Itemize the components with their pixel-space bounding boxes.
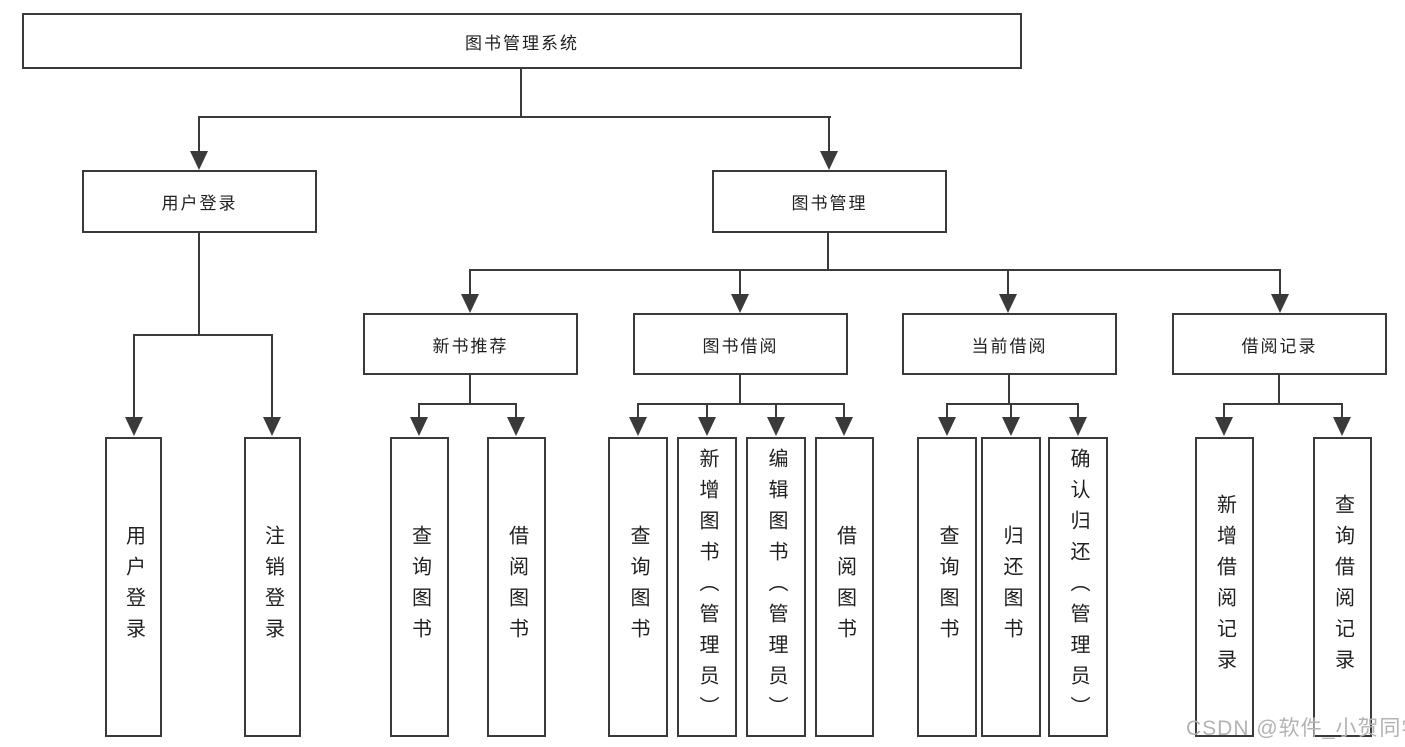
node-current-borrowing-label: 当前借阅 <box>971 336 1048 356</box>
arrow-down-icon <box>629 417 647 436</box>
node-root: 图书管理系统 <box>22 13 1022 69</box>
node-new-book-recommend: 新书推荐 <box>363 313 578 375</box>
node-new-book-recommend-label: 新书推荐 <box>432 336 509 356</box>
leaf-borrow-query-books: 查询图书 <box>608 437 668 737</box>
connector-root-left-shaft <box>198 116 200 152</box>
connector-userlogin-shaft <box>271 334 273 418</box>
leaf-records-query-record-label: 查询借阅记录 <box>1331 494 1354 680</box>
arrow-down-icon <box>938 417 956 436</box>
connector-userlogin-bar <box>133 334 273 336</box>
leaf-current-return-books: 归还图书 <box>981 437 1041 737</box>
node-book-management-label: 图书管理 <box>791 194 868 213</box>
connector-borrowing-shaft <box>775 403 777 418</box>
arrow-down-icon <box>1215 417 1233 436</box>
leaf-borrow-query-books-label: 查询图书 <box>627 525 649 649</box>
connector-borrowing-stem <box>739 375 741 405</box>
node-borrow-records: 借阅记录 <box>1172 313 1387 375</box>
leaf-newbook-query-books-label: 查询图书 <box>408 525 431 649</box>
connector-current-shaft <box>946 403 948 418</box>
connector-borrowing-shaft <box>637 403 639 418</box>
connector-borrowing-shaft <box>706 403 708 418</box>
node-book-borrowing-label: 图书借阅 <box>702 336 779 356</box>
arrow-down-icon <box>125 417 143 436</box>
leaf-records-query-record: 查询借阅记录 <box>1313 437 1372 737</box>
node-borrow-records-label: 借阅记录 <box>1241 336 1318 356</box>
leaf-borrow-edit-books-admin-label: 编辑图书（管理员） <box>765 447 787 727</box>
connector-borrowing-bar <box>637 403 845 405</box>
connector-userlogin-stem <box>198 233 200 336</box>
arrow-down-icon <box>461 294 479 313</box>
connector-newbook-shaft <box>418 403 420 418</box>
connector-records-bar <box>1223 403 1343 405</box>
leaf-borrow-edit-books-admin: 编辑图书（管理员） <box>746 437 806 737</box>
leaf-current-query-books-label: 查询图书 <box>936 525 958 649</box>
node-book-borrowing: 图书借阅 <box>633 313 848 375</box>
connector-current-shaft <box>1077 403 1079 418</box>
connector-records-stem <box>1278 375 1280 405</box>
node-current-borrowing: 当前借阅 <box>902 313 1117 375</box>
arrow-down-icon <box>835 417 853 436</box>
connector-newbook-shaft <box>515 403 517 418</box>
leaf-newbook-query-books: 查询图书 <box>390 437 449 737</box>
node-root-label: 图书管理系统 <box>465 33 579 53</box>
leaf-user-login-label: 用户登录 <box>122 525 145 649</box>
arrow-down-icon <box>1333 417 1351 436</box>
arrow-down-icon <box>507 417 525 436</box>
connector-current-shaft <box>1010 403 1012 418</box>
watermark: CSDN @软件_小贺同学 <box>1186 717 1405 740</box>
arrow-down-icon <box>767 417 785 436</box>
connector-current-stem <box>1008 375 1010 405</box>
leaf-logout: 注销登录 <box>244 437 301 737</box>
leaf-borrow-borrow-books: 借阅图书 <box>815 437 874 737</box>
connector-current-bar <box>946 403 1079 405</box>
arrow-down-icon <box>698 417 716 436</box>
arrow-down-icon <box>263 417 281 436</box>
arrow-down-icon <box>820 151 838 170</box>
connector-records-shaft <box>1341 403 1343 418</box>
arrow-down-icon <box>1271 294 1289 313</box>
leaf-current-return-books-label: 归还图书 <box>1000 525 1022 649</box>
connector-bookmgmt-bar <box>470 269 1280 271</box>
connector-root-bar <box>198 116 831 118</box>
node-user-login-label: 用户登录 <box>161 194 238 213</box>
leaf-current-confirm-return-admin-label: 确认归还（管理员） <box>1067 447 1089 727</box>
connector-root-right-shaft <box>828 116 830 152</box>
arrow-down-icon <box>190 151 208 170</box>
leaf-logout-label: 注销登录 <box>261 525 284 649</box>
connector-borrowing-shaft <box>843 403 845 418</box>
node-book-management: 图书管理 <box>712 170 947 233</box>
leaf-records-add-record: 新增借阅记录 <box>1195 437 1254 737</box>
connector-userlogin-shaft <box>133 334 135 418</box>
connector-bookmgmt-shaft <box>739 269 741 295</box>
leaf-borrow-add-books-admin: 新增图书（管理员） <box>677 437 737 737</box>
leaf-borrow-add-books-admin-label: 新增图书（管理员） <box>696 447 718 727</box>
leaf-borrow-borrow-books-label: 借阅图书 <box>833 525 856 649</box>
connector-newbook-stem <box>469 375 471 405</box>
connector-bookmgmt-stem <box>827 233 829 271</box>
leaf-current-confirm-return-admin: 确认归还（管理员） <box>1048 437 1108 737</box>
arrow-down-icon <box>999 294 1017 313</box>
leaf-newbook-borrow-books-label: 借阅图书 <box>505 525 528 649</box>
arrow-down-icon <box>731 294 749 313</box>
connector-root-stem <box>520 69 522 117</box>
leaf-user-login: 用户登录 <box>105 437 162 737</box>
connector-bookmgmt-shaft <box>469 269 471 295</box>
arrow-down-icon <box>1069 417 1087 436</box>
connector-records-shaft <box>1223 403 1225 418</box>
connector-bookmgmt-shaft <box>1279 269 1281 295</box>
node-user-login: 用户登录 <box>82 170 317 233</box>
connector-newbook-bar <box>418 403 517 405</box>
connector-bookmgmt-shaft <box>1007 269 1009 295</box>
arrow-down-icon <box>1002 417 1020 436</box>
leaf-newbook-borrow-books: 借阅图书 <box>487 437 546 737</box>
leaf-current-query-books: 查询图书 <box>917 437 977 737</box>
leaf-records-add-record-label: 新增借阅记录 <box>1213 494 1236 680</box>
arrow-down-icon <box>410 417 428 436</box>
